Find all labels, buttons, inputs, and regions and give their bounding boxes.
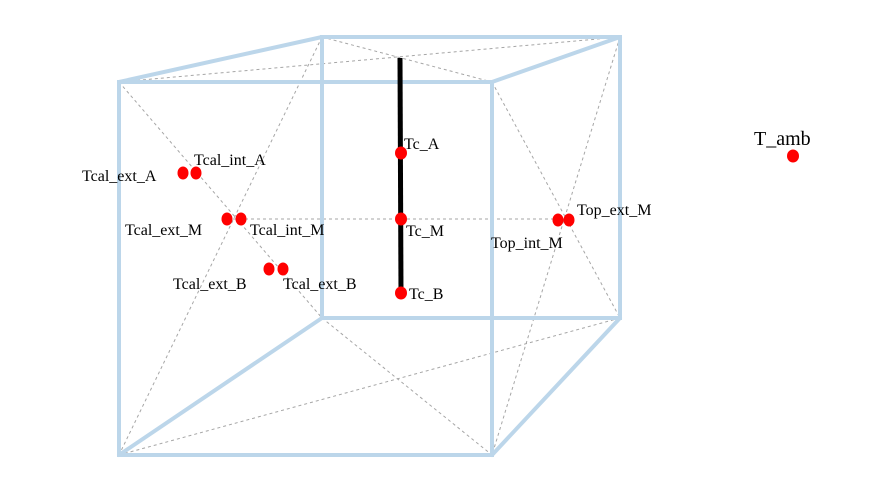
cube-edge xyxy=(490,35,622,84)
sensor-dot-top-int-m xyxy=(552,213,564,227)
label-tcal-ext-m: Tcal_ext_M xyxy=(125,222,202,239)
label-tc-a: Tc_A xyxy=(404,136,440,153)
sensor-dot-tc-b xyxy=(395,286,407,300)
sensor-labels: Tc_A Tc_M Tc_B Tcal_ext_A Tcal_int_A Tca… xyxy=(82,128,811,303)
sensor-dot-tcal-ext-m xyxy=(221,212,233,226)
sensor-dot-tc-m xyxy=(395,212,407,226)
sensor-dot-tcal-ext-b-2 xyxy=(277,262,289,276)
cube-edge xyxy=(117,316,324,457)
label-tcal-ext-a: Tcal_ext_A xyxy=(82,168,157,185)
dashed-guide xyxy=(118,317,621,456)
label-tcal-ext-b-1: Tcal_ext_B xyxy=(173,276,247,293)
label-t-amb: T_amb xyxy=(754,128,811,150)
dashed-guide xyxy=(321,317,493,456)
sensor-dot-tc-a xyxy=(395,146,407,160)
dashed-guide xyxy=(118,36,323,456)
sensor-dot-top-ext-m xyxy=(563,213,575,227)
label-tcal-ext-b-2: Tcal_ext_B xyxy=(283,276,357,293)
label-tcal-int-a: Tcal_int_A xyxy=(194,152,266,169)
sensor-dot-tcal-int-m xyxy=(235,212,247,226)
dashed-guide xyxy=(321,36,493,83)
sensor-dots xyxy=(177,146,799,300)
cube-back-face xyxy=(320,35,622,320)
label-tc-b: Tc_B xyxy=(409,286,443,303)
dashed-guide xyxy=(491,36,621,456)
label-top-int-m: Top_int_M xyxy=(491,235,563,252)
sensor-dot-tcal-ext-a xyxy=(177,166,189,180)
sensor-dot-tcal-int-a xyxy=(190,166,202,180)
label-top-ext-m: Top_ext_M xyxy=(577,202,651,219)
dashed-guide xyxy=(118,81,323,319)
central-rod xyxy=(397,57,404,295)
label-tcal-int-m: Tcal_int_M xyxy=(250,222,324,239)
dashed-guide xyxy=(491,81,621,319)
cube-edge xyxy=(117,35,324,84)
sensor-dot-tcal-ext-b-1 xyxy=(263,262,275,276)
dashed-guide xyxy=(118,36,621,83)
dashed-guides xyxy=(118,36,621,456)
label-tc-m: Tc_M xyxy=(406,223,444,240)
sensor-dot-t-amb xyxy=(787,149,799,163)
cube-edge xyxy=(490,316,622,457)
cube xyxy=(117,35,622,457)
cube-front-face xyxy=(117,80,494,457)
